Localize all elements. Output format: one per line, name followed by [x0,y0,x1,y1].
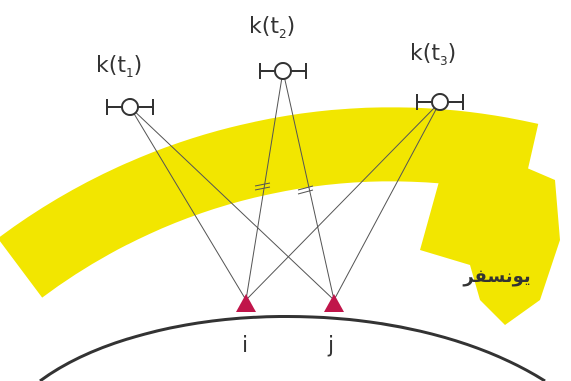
satellite-1: k(t1) [96,53,154,116]
satellite-3-label: k(t3) [410,41,456,68]
earth-surface [39,315,546,381]
station-i-label: i [242,333,248,358]
ionosphere-band-end [420,165,560,325]
satellite-icon [259,62,307,80]
receiver-triangle-icon [324,294,344,312]
signal-s3-i [245,101,441,301]
satellite-2: k(t2) [249,14,307,80]
signal-s3-j [333,101,441,301]
satellite-2-label: k(t2) [249,14,295,41]
ionosphere-label: یونسفر [462,266,530,287]
satellite-icon [106,98,154,116]
station-j: j [324,294,344,358]
station-j-label: j [327,333,334,358]
station-i: i [236,294,256,358]
ionosphere-band [0,107,539,298]
satellite-1-label: k(t1) [96,53,142,80]
signal-s2-j [282,70,335,301]
signal-s2-i [245,70,284,301]
satellite-3: k(t3) [410,41,464,111]
receiver-triangle-icon [236,294,256,312]
signal-s1-j [129,106,335,301]
signal-s1-i [129,106,247,301]
path-tick-marks [254,182,314,195]
signal-paths [129,70,441,301]
satellite-icon [416,93,464,111]
